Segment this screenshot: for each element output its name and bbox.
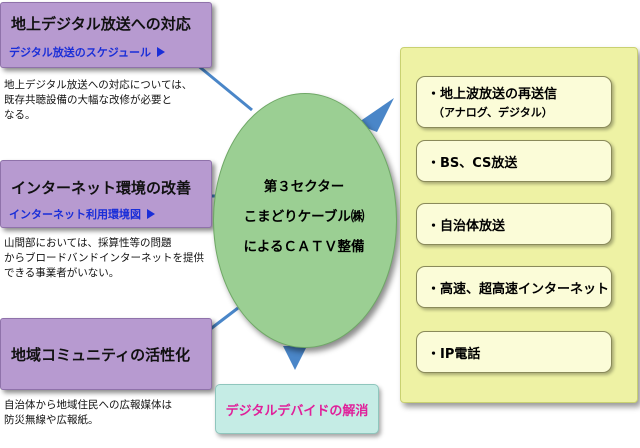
service-item-ip-phone: ・IP電話 xyxy=(416,331,612,373)
service-item-internet: ・高速、超高速インターネット xyxy=(416,266,612,308)
link-internet-env[interactable]: インターネット利用環境図 xyxy=(9,206,155,222)
desc-line: 防災無線や広報紙。 xyxy=(4,414,99,426)
issue-box-digital-broadcast: 地上デジタル放送への対応 デジタル放送のスケジュール xyxy=(0,2,212,68)
service-label: ・高速、超高速インターネット xyxy=(427,282,610,297)
service-item-terrestrial: ・地上波放送の再送信 （アナログ、デジタル） xyxy=(416,76,612,128)
connector-line-top xyxy=(195,62,253,112)
service-label: ・自治体放送 xyxy=(427,219,506,234)
service-sublabel: （アナログ、デジタル） xyxy=(433,106,553,119)
issue-title-internet: インターネット環境の改善 xyxy=(11,179,192,197)
issue-title-digital-broadcast: 地上デジタル放送への対応 xyxy=(11,15,191,33)
issue-desc-community: 自治体から地域住民への広報媒体は 防災無線や広報紙。 xyxy=(4,398,172,428)
play-icon xyxy=(157,47,166,57)
issue-title-community: 地域コミュニティの活性化 xyxy=(11,346,191,364)
service-label: ・IP電話 xyxy=(427,347,481,362)
outcome-label: デジタルデバイドの解消 xyxy=(225,404,369,419)
desc-line: 既存共聴設備の大幅な改修が必要と xyxy=(4,94,172,106)
issue-desc-internet: 山間部においては、採算性等の問題 からブロードバンドインターネットを提供 できる… xyxy=(4,236,204,281)
issue-desc-digital-broadcast: 地上デジタル放送への対応については、 既存共聴設備の大幅な改修が必要と なる。 xyxy=(4,78,192,123)
outcome-box: デジタルデバイドの解消 xyxy=(215,384,379,434)
link-internet-env-label[interactable]: インターネット利用環境図 xyxy=(9,208,141,221)
desc-line: 山間部においては、採算性等の問題 xyxy=(4,237,172,249)
center-line-1: 第３セクター xyxy=(263,179,345,195)
arrow-down-icon xyxy=(283,346,307,370)
service-label: ・BS、CS放送 xyxy=(427,156,518,171)
issue-box-internet: インターネット環境の改善 インターネット利用環境図 xyxy=(0,160,212,228)
service-label: ・地上波放送の再送信 xyxy=(427,87,558,102)
service-item-bs-cs: ・BS、CS放送 xyxy=(416,140,612,182)
play-icon xyxy=(147,209,155,219)
center-oval xyxy=(213,93,397,348)
issue-box-community: 地域コミュニティの活性化 xyxy=(0,318,212,390)
desc-line: 自治体から地域住民への広報媒体は xyxy=(4,399,172,411)
desc-line: できる事業者がいない。 xyxy=(4,267,120,279)
center-line-2: こまどりケーブル㈱ xyxy=(243,209,365,225)
desc-line: 地上デジタル放送への対応については、 xyxy=(4,79,193,91)
service-item-municipal: ・自治体放送 xyxy=(416,203,612,245)
center-line-3: によるＣＡＴＶ整備 xyxy=(243,239,365,255)
desc-line: なる。 xyxy=(4,109,36,121)
link-digital-schedule[interactable]: デジタル放送のスケジュール xyxy=(9,44,166,60)
link-digital-schedule-label[interactable]: デジタル放送のスケジュール xyxy=(9,46,152,59)
desc-line: からブロードバンドインターネットを提供 xyxy=(4,252,205,264)
